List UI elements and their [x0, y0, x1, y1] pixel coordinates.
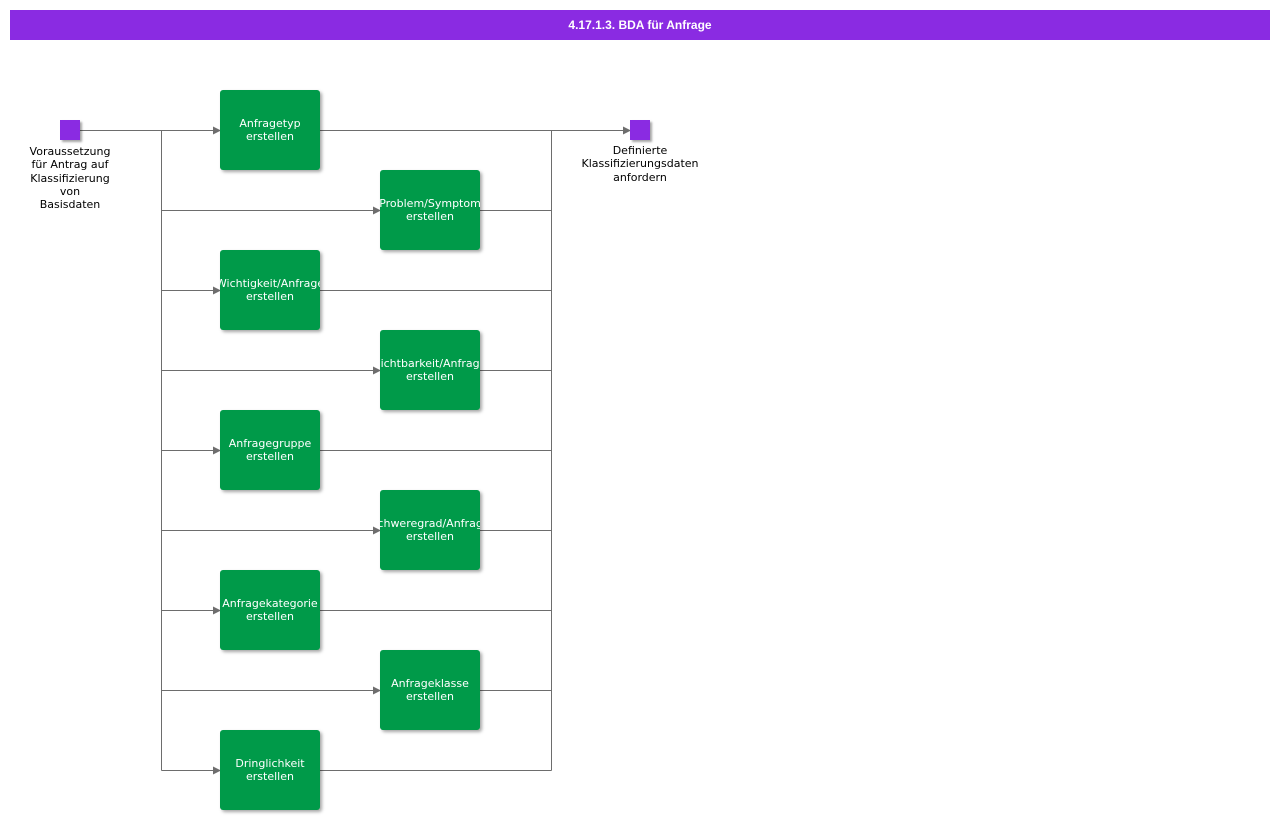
task-label: erstellen: [406, 370, 454, 383]
task-wichtigkeit[interactable]: Wichtigkeit/Anfrage erstellen: [220, 250, 320, 330]
task-label: erstellen: [246, 610, 294, 623]
task-anfrageklasse[interactable]: Anfrageklasse erstellen: [380, 650, 480, 730]
task-schweregrad[interactable]: Schweregrad/Anfrage erstellen: [380, 490, 480, 570]
end-event[interactable]: [630, 120, 650, 140]
task-label: erstellen: [406, 690, 454, 703]
task-label: Dringlichkeit: [235, 757, 305, 770]
task-label: Anfragetyp: [239, 117, 301, 130]
start-event[interactable]: [60, 120, 80, 140]
task-label: Anfrageklasse: [391, 677, 469, 690]
task-anfragetyp[interactable]: Anfragetyp erstellen: [220, 90, 320, 170]
task-label: erstellen: [246, 450, 294, 463]
task-anfragegruppe[interactable]: Anfragegruppe erstellen: [220, 410, 320, 490]
task-sichtbarkeit[interactable]: Sichtbarkeit/Anfrage erstellen: [380, 330, 480, 410]
task-label: Wichtigkeit/Anfrage: [220, 277, 320, 290]
end-event-label: Definierte Klassifizierungsdaten anforde…: [581, 144, 699, 184]
task-anfragekategorie[interactable]: Anfragekategorie erstellen: [220, 570, 320, 650]
task-label: Schweregrad/Anfrage: [380, 517, 480, 530]
task-label: erstellen: [246, 130, 294, 143]
task-label: Anfragekategorie: [222, 597, 318, 610]
task-label: erstellen: [406, 530, 454, 543]
diagram-title: 4.17.1.3. BDA für Anfrage: [10, 10, 1270, 40]
start-event-label: Voraussetzung für Antrag auf Klassifizie…: [29, 145, 111, 212]
task-problem-symptom[interactable]: Problem/Symptom erstellen: [380, 170, 480, 250]
task-label: erstellen: [246, 290, 294, 303]
task-label: erstellen: [246, 770, 294, 783]
task-label: erstellen: [406, 210, 454, 223]
task-dringlichkeit[interactable]: Dringlichkeit erstellen: [220, 730, 320, 810]
task-label: Problem/Symptom: [380, 197, 480, 210]
task-label: Anfragegruppe: [228, 437, 312, 450]
task-label: Sichtbarkeit/Anfrage: [380, 357, 480, 370]
